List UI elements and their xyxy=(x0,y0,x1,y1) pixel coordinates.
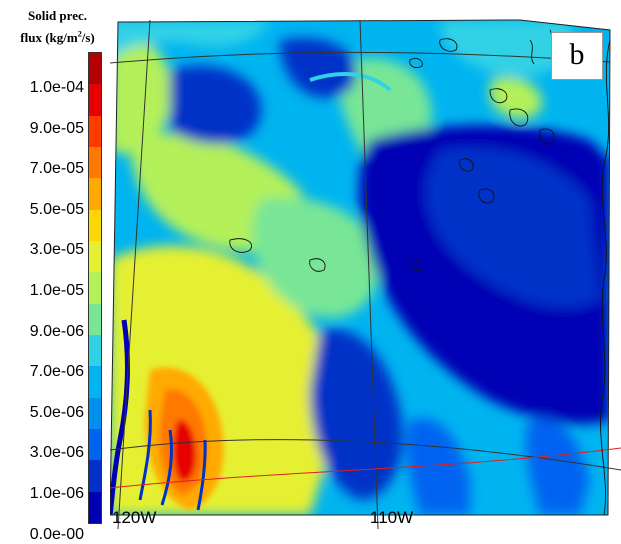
colorbar-segment xyxy=(89,272,101,305)
colorbar-tick-label: 7.0e-06 xyxy=(29,363,84,381)
legend-title: Solid prec. flux (kg/m2/s) xyxy=(10,6,105,47)
colorbar-tick-label: 9.0e-05 xyxy=(29,119,84,137)
colorbar-segment xyxy=(89,115,101,148)
colorbar-segment xyxy=(89,178,101,211)
colorbar-tick-label: 3.0e-06 xyxy=(29,444,84,462)
colorbar-tick-label: 9.0e-06 xyxy=(29,322,84,340)
precip-field xyxy=(110,20,610,515)
colorbar-segment xyxy=(89,366,101,399)
panel-label: b xyxy=(551,32,603,80)
colorbar-tick-label: 0.0e-00 xyxy=(29,525,84,543)
colorbar-segment xyxy=(89,335,101,367)
lon-label-120w: 120W xyxy=(112,508,157,527)
map-svg xyxy=(110,19,621,529)
colorbar-segment xyxy=(89,53,101,85)
colorbar-segment xyxy=(89,429,101,461)
lon-label-110w: 110W xyxy=(370,508,414,527)
legend-title-line2: flux (kg/m2/s) xyxy=(20,30,95,46)
colorbar-tick-label: 5.0e-05 xyxy=(29,200,84,218)
colorbar-tick-label: 1.0e-05 xyxy=(29,282,84,299)
colorbar xyxy=(88,52,102,524)
colorbar-tick-label: 1.0e-04 xyxy=(29,79,84,96)
colorbar-tick-label: 5.0e-06 xyxy=(29,403,84,421)
graticule xyxy=(110,19,621,529)
colorbar-segment xyxy=(89,303,101,336)
colorbar-segment xyxy=(89,209,101,242)
colorbar-tick-label: 3.0e-05 xyxy=(29,241,84,259)
legend-title-line1: Solid prec. xyxy=(28,8,87,23)
colorbar-segment xyxy=(89,147,101,179)
colorbar-segment xyxy=(89,84,101,117)
colorbar-segment xyxy=(89,397,101,430)
colorbar-segment xyxy=(89,491,101,524)
colorbar-tick-label: 1.0e-06 xyxy=(29,485,84,502)
colorbar-legend: Solid prec. flux (kg/m2/s) 1.0e-04 9.0e-0… xyxy=(0,0,110,543)
colorbar-segment xyxy=(89,460,101,493)
precipitation-map xyxy=(110,0,621,529)
colorbar-tick-label: 7.0e-05 xyxy=(29,160,84,178)
colorbar-segment xyxy=(89,241,101,273)
